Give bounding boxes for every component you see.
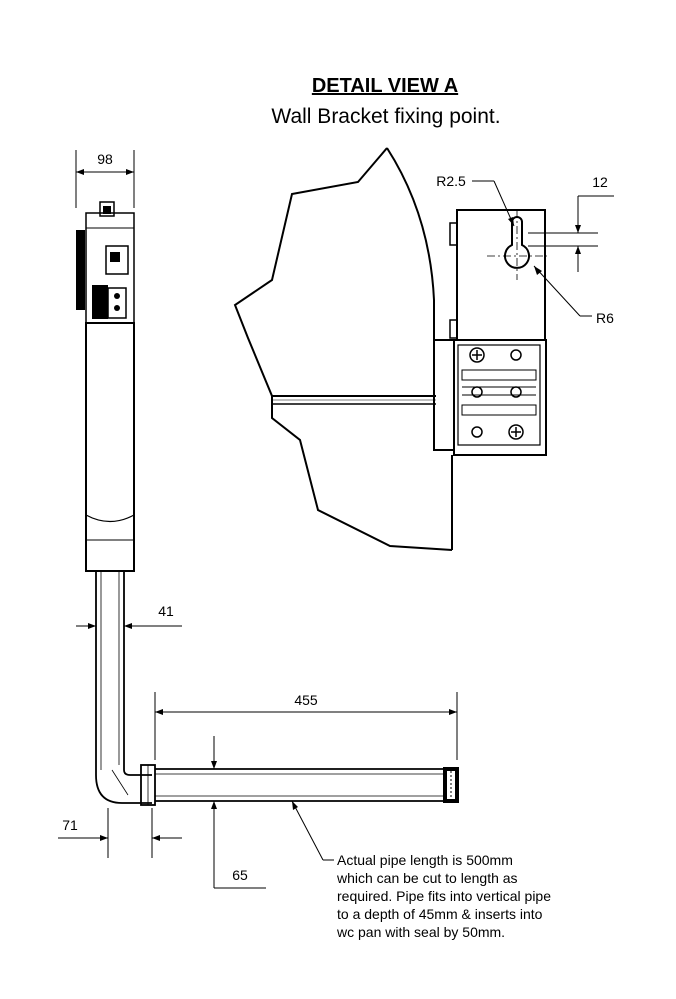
detail-view-bracket: R2.5 R6 12 bbox=[233, 147, 614, 551]
horizontal-pipe: 455 65 bbox=[140, 692, 459, 889]
cistern-side-view: 98 41 bbox=[58, 150, 182, 858]
pipe-note-line: to a depth of 45mm & inserts into bbox=[337, 906, 543, 922]
dim-vertical-pipe: 41 bbox=[158, 603, 174, 619]
dim-bend-offset: 71 bbox=[62, 817, 78, 833]
pipe-note-line: Actual pipe length is 500mm bbox=[337, 852, 513, 868]
dim-horizontal-diameter: 65 bbox=[232, 867, 248, 883]
dim-keyhole-slot-width: 12 bbox=[592, 174, 608, 190]
pipe-note-line: wc pan with seal by 50mm. bbox=[336, 924, 505, 940]
dim-keyhole-large-radius: R6 bbox=[596, 310, 614, 326]
keyhole-slot bbox=[504, 216, 530, 269]
detail-title: DETAIL VIEW A bbox=[312, 75, 458, 97]
detail-subtitle: Wall Bracket fixing point. bbox=[271, 105, 500, 128]
dim-horizontal-length: 455 bbox=[294, 692, 318, 708]
pipe-note: Actual pipe length is 500mm which can be… bbox=[336, 852, 555, 940]
pipe-note-line: which can be cut to length as bbox=[336, 870, 518, 886]
dim-keyhole-small-radius: R2.5 bbox=[436, 173, 466, 189]
pipe-note-line: required. Pipe fits into vertical pipe bbox=[337, 888, 551, 904]
dim-cistern-width: 98 bbox=[97, 151, 113, 167]
